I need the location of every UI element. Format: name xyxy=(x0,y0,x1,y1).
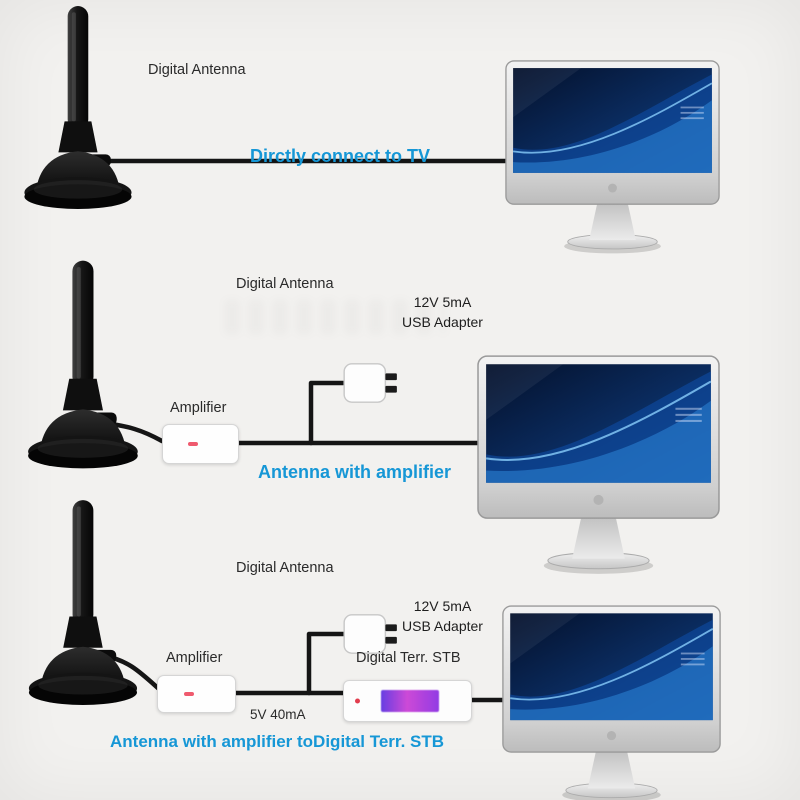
wallpaper-calendar-hint xyxy=(675,407,702,422)
monitor-logo-icon xyxy=(593,494,604,505)
amplifier-box xyxy=(157,675,236,713)
adapter-type: USB Adapter xyxy=(402,314,483,330)
amplifier-box xyxy=(162,424,239,464)
usb-adapter-illustration xyxy=(343,363,397,403)
adapter-voltage: 12V 5mA xyxy=(413,598,472,614)
usb-adapter-label: 12V 5mA USB Adapter xyxy=(385,596,500,636)
antenna-illustration xyxy=(28,260,138,469)
stb-label: Digital Terr. STB xyxy=(356,650,461,666)
antenna-illustration xyxy=(28,500,138,705)
monitor-logo-icon xyxy=(606,731,617,741)
amplifier-led-icon xyxy=(188,442,198,446)
cable-usb-adapter-branch-2 xyxy=(308,380,347,446)
caption-direct-connect: Dirctly connect to TV xyxy=(250,146,431,166)
tv-monitor xyxy=(505,60,720,254)
tv-monitor xyxy=(502,605,721,800)
caption-amplifier-stb: Antenna with amplifier toDigital Terr. S… xyxy=(110,732,445,751)
power-label: 5V 40mA xyxy=(250,707,306,722)
usb-adapter-label: 12V 5mA USB Adapter xyxy=(385,292,500,332)
antenna-label: Digital Antenna xyxy=(236,276,334,292)
monitor-logo-icon xyxy=(608,183,617,193)
wallpaper-calendar-hint xyxy=(680,106,704,120)
stb-display xyxy=(381,690,440,712)
usb-adapter-illustration xyxy=(343,614,397,654)
adapter-voltage: 12V 5mA xyxy=(413,294,472,310)
cable-usb-adapter-branch-3 xyxy=(306,631,347,696)
caption-with-amplifier: Antenna with amplifier xyxy=(258,462,452,482)
antenna-label: Digital Antenna xyxy=(148,62,246,78)
adapter-type: USB Adapter xyxy=(402,618,483,634)
watermark-ghost xyxy=(225,300,445,334)
antenna-label: Digital Antenna xyxy=(236,560,334,576)
amplifier-label: Amplifier xyxy=(166,650,223,666)
wallpaper-calendar-hint xyxy=(680,652,705,666)
antenna-illustration xyxy=(24,6,132,209)
stb-box xyxy=(343,680,472,722)
amplifier-label: Amplifier xyxy=(170,400,227,416)
tv-monitor xyxy=(477,355,720,574)
amplifier-led-icon xyxy=(183,692,194,696)
stb-led-icon xyxy=(355,698,360,704)
